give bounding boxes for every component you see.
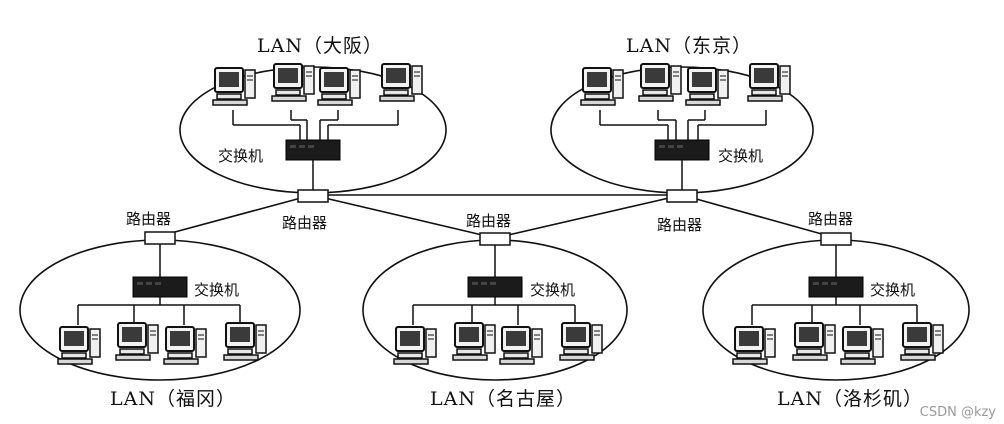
lan-title-nagoya: LAN（名古屋） [430,388,576,410]
computer-icon [792,322,836,361]
computer-icon [900,322,944,361]
computer-icon [212,67,256,106]
router-icon [820,232,852,246]
computer-icon [115,322,159,361]
router-label-osaka: 路由器 [282,214,328,232]
lan-fukuoka [19,231,301,381]
lan-title-tokyo: LAN（东京） [626,35,752,57]
router-label-fukuoka: 路由器 [126,210,172,228]
computer-icon [638,63,682,102]
router-label-la: 路由器 [808,210,854,228]
computer-icon [393,326,437,365]
computer-icon [732,326,776,365]
router-icon [479,232,511,246]
lan-title-fukuoka: LAN（福冈） [110,388,236,410]
switch-icon [808,276,864,298]
computer-icon [223,322,267,361]
switch-icon [467,276,523,298]
lan-nagoya [362,232,628,381]
router-icon [144,231,176,245]
computer-icon [271,63,315,102]
computer-icon [317,67,361,106]
watermark: CSDN @kzy [919,405,996,420]
computer-icon [840,326,884,365]
router-icon [666,189,698,203]
computer-icon [452,322,496,361]
computer-icon [57,326,101,365]
computer-icon [163,326,207,365]
computer-icon [379,63,423,102]
computer-icon [747,63,791,102]
router-label-nagoya: 路由器 [466,212,512,230]
lan-osaka [179,63,447,203]
switch-label-tokyo: 交换机 [718,147,764,165]
switch-label-fukuoka: 交换机 [194,281,240,299]
computer-icon [499,326,543,365]
router-label-tokyo: 路由器 [657,216,703,234]
lan-title-la: LAN（洛杉矶） [777,388,923,410]
switch-icon [654,139,710,161]
router-icon [297,189,329,203]
computer-icon [580,67,624,106]
switch-label-nagoya: 交换机 [530,281,576,299]
switch-label-la: 交换机 [870,281,916,299]
lan-la [702,232,970,381]
computer-icon [685,67,729,106]
switch-icon [132,276,188,298]
switch-icon [285,139,341,161]
switch-label-osaka: 交换机 [218,147,264,165]
lan-title-osaka: LAN（大阪） [257,35,383,57]
backbone-links [159,194,837,239]
lan-tokyo [550,63,814,203]
